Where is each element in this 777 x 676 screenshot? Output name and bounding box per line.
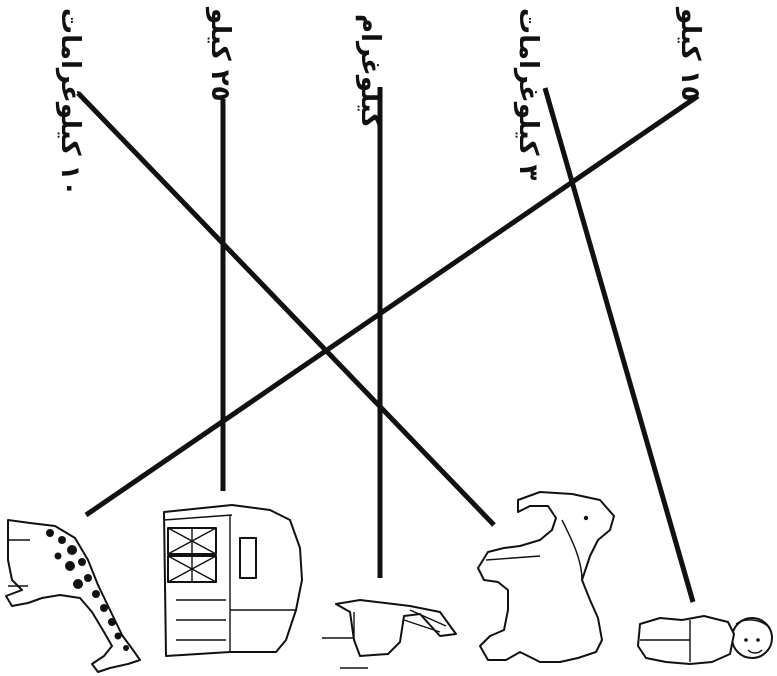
label-1: ١٠ كيلوغرامات xyxy=(55,8,85,196)
label-5: ١٥ كيلو xyxy=(675,6,705,101)
label-2: ٢٥ كيلو xyxy=(205,6,235,101)
chair-icon xyxy=(322,600,456,668)
elephant-icon xyxy=(478,492,614,662)
barn-icon xyxy=(164,505,302,656)
label-4: ٣ كيلوغرامات xyxy=(513,8,543,181)
connection-line xyxy=(78,93,494,525)
boy-icon xyxy=(638,616,772,664)
giraffe-icon xyxy=(6,520,140,672)
